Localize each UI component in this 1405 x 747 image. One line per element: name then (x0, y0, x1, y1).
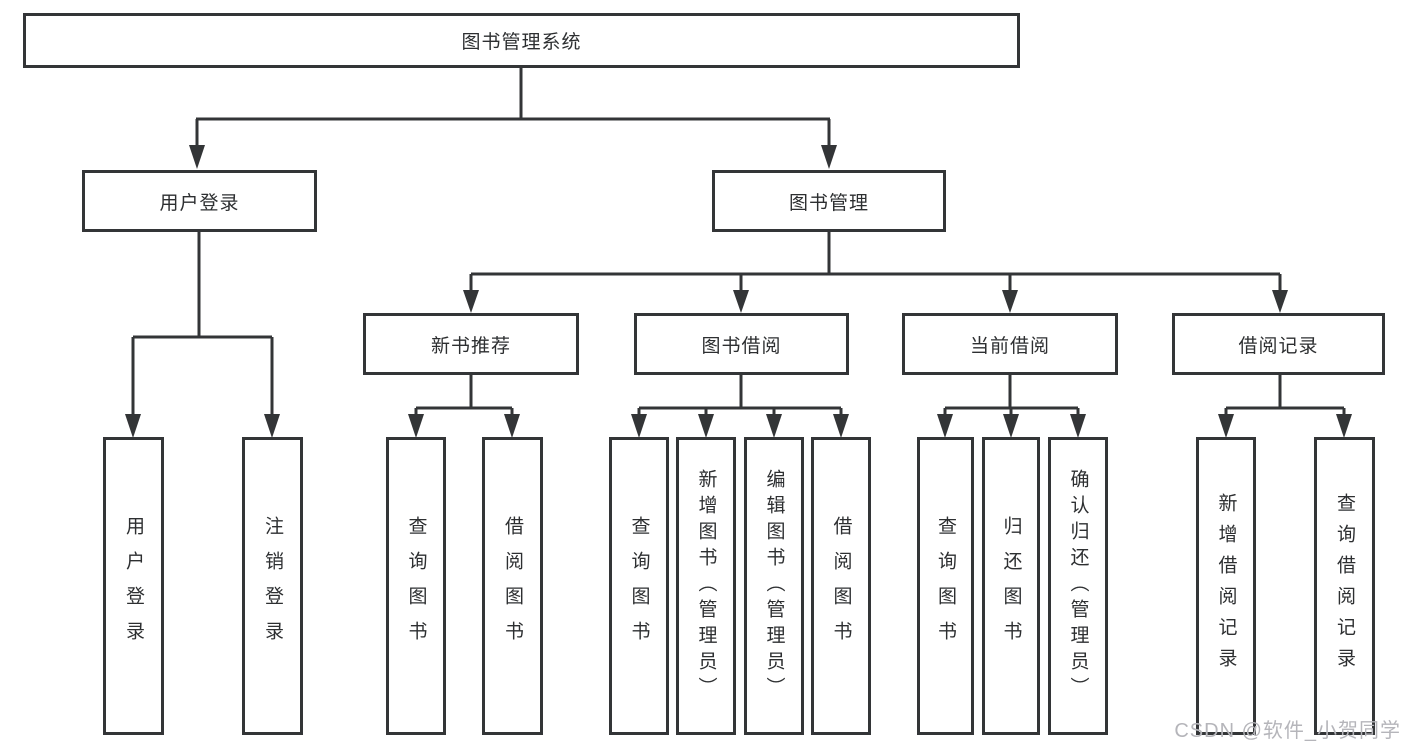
leaf-confirm-return-admin: 确认归还（管理员） (1048, 437, 1108, 735)
node-book-borrow: 图书借阅 (634, 313, 849, 375)
leaf-query-books-current: 查询图书 (917, 437, 974, 735)
leaf-return-books: 归还图书 (982, 437, 1040, 735)
leaf-user-login: 用户登录 (103, 437, 164, 735)
leaf-query-books-recommend: 查询图书 (386, 437, 446, 735)
node-user-login: 用户登录 (82, 170, 317, 232)
node-borrow-records: 借阅记录 (1172, 313, 1385, 375)
leaf-borrow-books: 借阅图书 (811, 437, 871, 735)
leaf-logout: 注销登录 (242, 437, 303, 735)
leaf-query-books-borrow: 查询图书 (609, 437, 669, 735)
leaf-add-books-admin: 新增图书（管理员） (676, 437, 736, 735)
node-new-book-recommend: 新书推荐 (363, 313, 579, 375)
leaf-borrow-books-recommend: 借阅图书 (482, 437, 543, 735)
leaf-query-borrow-record: 查询借阅记录 (1314, 437, 1375, 735)
node-root-system: 图书管理系统 (23, 13, 1020, 68)
csdn-watermark: CSDN @软件_小贺同学 (1174, 720, 1401, 742)
node-current-borrow: 当前借阅 (902, 313, 1118, 375)
node-book-management: 图书管理 (712, 170, 946, 232)
leaf-add-borrow-record: 新增借阅记录 (1196, 437, 1256, 735)
leaf-edit-books-admin: 编辑图书（管理员） (744, 437, 804, 735)
